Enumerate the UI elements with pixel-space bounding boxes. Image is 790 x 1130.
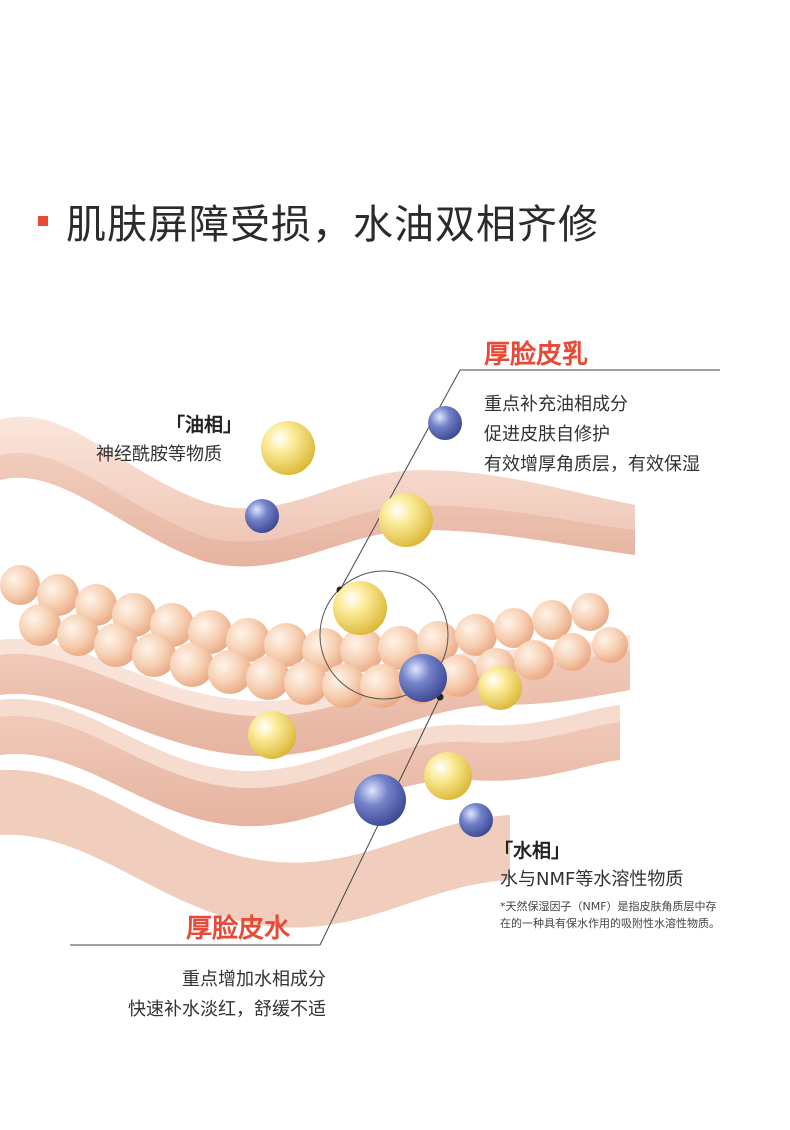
nmf-footnote-line: 在的一种具有保水作用的吸附性水溶性物质。 bbox=[500, 917, 720, 930]
magnifier-circle bbox=[319, 570, 449, 700]
skin-layer-top bbox=[0, 416, 635, 567]
title-accent-square bbox=[38, 216, 48, 226]
water-beads bbox=[245, 406, 493, 837]
page-title: 肌肤屏障受损，水油双相齐修 bbox=[38, 192, 599, 250]
oil-phase-tag: 「油相」 bbox=[166, 414, 243, 436]
skin-cells bbox=[0, 565, 628, 708]
nmf-footnote-line: *天然保湿因子（NMF）是指皮肤角质层中存 bbox=[500, 900, 717, 913]
water-phase-tag: 「水相」 bbox=[494, 840, 571, 862]
emulsion-description: 重点补充油相成分 促进皮肤自修护 有效增厚角质层，有效保湿 bbox=[484, 390, 700, 480]
skin-layer-bottom-lower bbox=[0, 769, 510, 928]
water-phase-description: 水与NMF等水溶性物质 bbox=[500, 869, 684, 890]
toner-line: 重点增加水相成分 bbox=[182, 969, 326, 990]
emulsion-line: 促进皮肤自修护 bbox=[484, 424, 610, 445]
oil-beads bbox=[248, 421, 522, 800]
nmf-footnote: *天然保湿因子（NMF）是指皮肤角质层中存 在的一种具有保水作用的吸附性水溶性物… bbox=[500, 898, 720, 932]
skin-layer-bottom bbox=[0, 699, 620, 827]
toner-leader-line bbox=[70, 696, 441, 946]
emulsion-line: 重点补充油相成分 bbox=[484, 394, 628, 415]
toner-description: 重点增加水相成分 快速补水淡红，舒缓不适 bbox=[128, 965, 326, 1025]
toner-label: 厚脸皮水 bbox=[186, 914, 291, 944]
toner-line: 快速补水淡红，舒缓不适 bbox=[128, 999, 326, 1020]
page-title-text: 肌肤屏障受损，水油双相齐修 bbox=[66, 202, 599, 248]
emulsion-label: 厚脸皮乳 bbox=[484, 340, 589, 370]
oil-phase-description: 神经酰胺等物质 bbox=[96, 444, 222, 465]
emulsion-line: 有效增厚角质层，有效保湿 bbox=[484, 454, 700, 475]
